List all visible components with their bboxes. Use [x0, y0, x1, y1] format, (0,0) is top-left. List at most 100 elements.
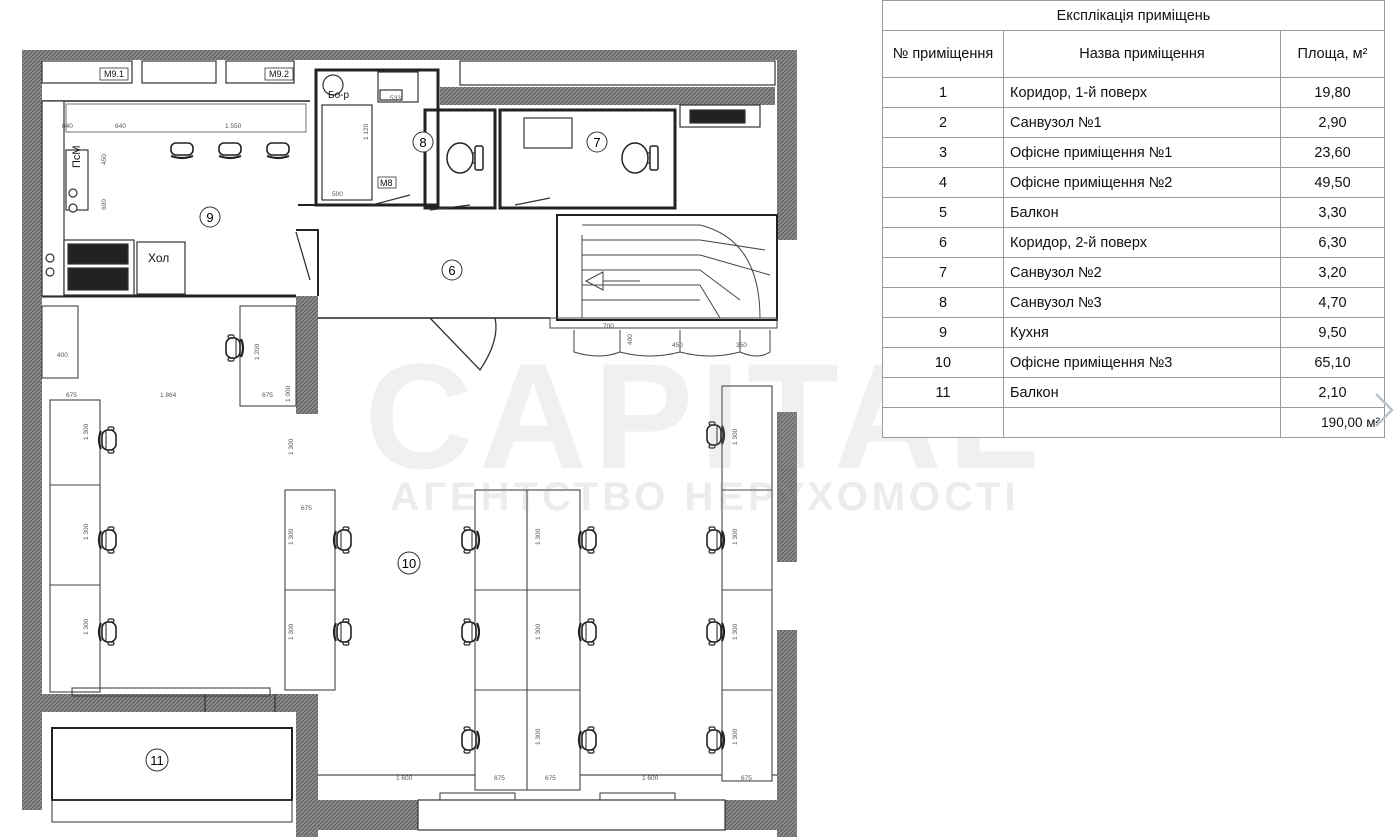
row-name: Санвузол №2	[1003, 257, 1281, 288]
row-number: 1	[882, 77, 1004, 108]
dim-label: 1 300	[535, 728, 542, 745]
dim-label: 1 550	[225, 123, 242, 130]
top-windows	[41, 60, 776, 831]
doors	[204, 194, 551, 712]
dim-label: 675	[301, 505, 312, 512]
row-name: Балкон	[1003, 197, 1281, 228]
dim-label: 1 300	[732, 623, 739, 640]
staircase	[549, 224, 778, 357]
room-6-number: 6	[448, 263, 455, 278]
table-row: 2 Санвузол №1 2,90	[882, 107, 1385, 138]
row-number: 11	[882, 377, 1004, 408]
row-name: Офісне приміщення №2	[1003, 167, 1281, 198]
table-row: 11 Балкон 2,10	[882, 377, 1385, 408]
table-row: 8 Санвузол №3 4,70	[882, 287, 1385, 318]
label-psm: ПсМ	[71, 145, 83, 168]
room-numbers: 9 8 7 6 10 11	[145, 131, 608, 772]
header-room-number: № приміщення	[882, 30, 1004, 78]
dim-label: 1 864	[160, 392, 177, 399]
dim-label: 675	[66, 392, 77, 399]
dim-label: 450	[672, 342, 683, 349]
dim-label: 1 600	[642, 775, 659, 782]
dim-label: 350	[736, 342, 747, 349]
table-row: 3 Офісне приміщення №1 23,60	[882, 137, 1385, 168]
label-hol: Хол	[148, 251, 169, 265]
table-row: 6 Коридор, 2-й поверх 6,30	[882, 227, 1385, 258]
dim-label: 675	[545, 775, 556, 782]
dim-label: 700	[603, 323, 614, 330]
dim-label: 1 300	[288, 438, 295, 455]
floor-plan: 9 8 7 6 10 11 M9.1 M9.2 Бо-р ПсМ M8 Хол …	[22, 50, 797, 837]
row-area: 19,80	[1280, 77, 1385, 108]
row-number: 4	[882, 167, 1004, 198]
row-area: 2,90	[1280, 107, 1385, 138]
dim-label: 675	[262, 392, 273, 399]
row-name: Коридор, 1-й поверх	[1003, 77, 1281, 108]
row-name: Балкон	[1003, 377, 1281, 408]
dim-label: 1 200	[254, 343, 261, 360]
room-6-bubble	[441, 259, 463, 281]
table-row: 5 Балкон 3,30	[882, 197, 1385, 228]
header-room-area: Площа, м²	[1280, 30, 1385, 78]
row-number: 2	[882, 107, 1004, 138]
dim-label: 1 300	[732, 528, 739, 545]
header-room-name: Назва приміщення	[1003, 30, 1281, 78]
row-area: 3,20	[1280, 257, 1385, 288]
table-row: 7 Санвузол №2 3,20	[882, 257, 1385, 288]
kitchen-furniture	[41, 71, 761, 297]
row-name: Офісне приміщення №3	[1003, 347, 1281, 378]
dim-label: 400	[57, 352, 68, 359]
row-area: 6,30	[1280, 227, 1385, 258]
total-area: 190,00 м²	[1280, 407, 1385, 438]
row-number: 3	[882, 137, 1004, 168]
table-row: 4 Офісне приміщення №2 49,50	[882, 167, 1385, 198]
dim-label: 1 000	[285, 385, 292, 402]
dim-label: 675	[494, 775, 505, 782]
chevron-right-icon[interactable]	[1366, 388, 1400, 432]
row-name: Кухня	[1003, 317, 1281, 348]
dim-label: 450	[101, 154, 108, 165]
room-9-bubble	[199, 206, 221, 228]
dim-label: 400	[627, 334, 634, 345]
total-empty-cell	[1003, 407, 1281, 438]
dim-label: 1 300	[83, 618, 90, 635]
table-row: 10 Офісне приміщення №3 65,10	[882, 347, 1385, 378]
room-7-bubble	[586, 131, 608, 153]
label-m8: M8	[380, 178, 393, 188]
row-name: Офісне приміщення №1	[1003, 137, 1281, 168]
dim-label: 1 300	[535, 528, 542, 545]
bar-stools	[169, 141, 291, 160]
office-desks	[41, 305, 773, 823]
row-area: 4,70	[1280, 287, 1385, 318]
row-area: 9,50	[1280, 317, 1385, 348]
table-row: 1 Коридор, 1-й поверх 19,80	[882, 77, 1385, 108]
row-area: 3,30	[1280, 197, 1385, 228]
dim-label: 533	[390, 95, 401, 102]
label-m91: M9.1	[104, 69, 124, 79]
dim-label: 1 300	[288, 623, 295, 640]
room-11-bubble	[145, 748, 169, 772]
outer-walls	[22, 50, 797, 837]
row-area: 2,10	[1280, 377, 1385, 408]
row-number: 5	[882, 197, 1004, 228]
office-chairs	[97, 335, 724, 755]
row-name: Санвузол №3	[1003, 287, 1281, 318]
dim-label: 1 120	[363, 123, 370, 140]
room-9-number: 9	[206, 210, 213, 225]
room-10-number: 10	[402, 556, 416, 571]
dim-label: 675	[741, 775, 752, 782]
dim-label: 1 300	[83, 523, 90, 540]
dim-label: 600	[101, 199, 108, 210]
table-row: 9 Кухня 9,50	[882, 317, 1385, 348]
inner-walls	[42, 68, 778, 776]
dimension-labels: 1 550 640 640 450 600 400 1 200 675 1 86…	[57, 95, 752, 782]
dim-label: 1 300	[732, 428, 739, 445]
room-8-bubble	[412, 131, 434, 153]
room-8-number: 8	[419, 135, 426, 150]
label-m92: M9.2	[269, 69, 289, 79]
row-area: 23,60	[1280, 137, 1385, 168]
row-area: 65,10	[1280, 347, 1385, 378]
table-total-row: 190,00 м²	[882, 407, 1385, 438]
dim-label: 1 600	[396, 775, 413, 782]
row-name: Коридор, 2-й поверх	[1003, 227, 1281, 258]
